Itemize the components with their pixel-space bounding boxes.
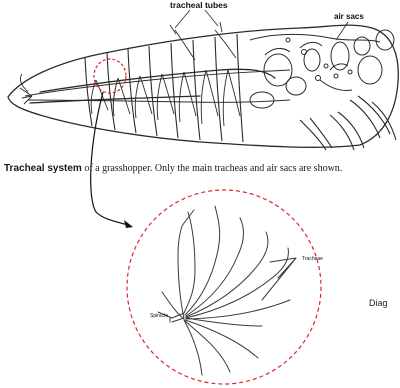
caption-bold: Tracheal system [4, 163, 82, 174]
spiracle-label: Spiracle [150, 313, 168, 319]
tracheae-detail [158, 206, 296, 375]
diagram-label: Diag [369, 298, 388, 308]
abdominal-segments [85, 34, 243, 142]
figure-caption: Tracheal system of a grasshopper. Only t… [4, 163, 400, 174]
tracheal-tubes-pointer-2 [205, 10, 218, 26]
zoom-detail-circle [127, 190, 321, 384]
tracheal-tubes [20, 22, 290, 126]
air-sacs-label: air sacs [334, 12, 364, 21]
caption-text: of a grasshopper. Only the main tracheas… [82, 163, 342, 174]
tracheal-tubes-label: tracheal tubes [170, 0, 228, 10]
grasshopper-legs [300, 96, 396, 150]
tracheae-label: Tracheae [302, 256, 323, 262]
air-sacs [250, 30, 394, 108]
tracheal-tubes-pointer-1 [175, 10, 190, 28]
